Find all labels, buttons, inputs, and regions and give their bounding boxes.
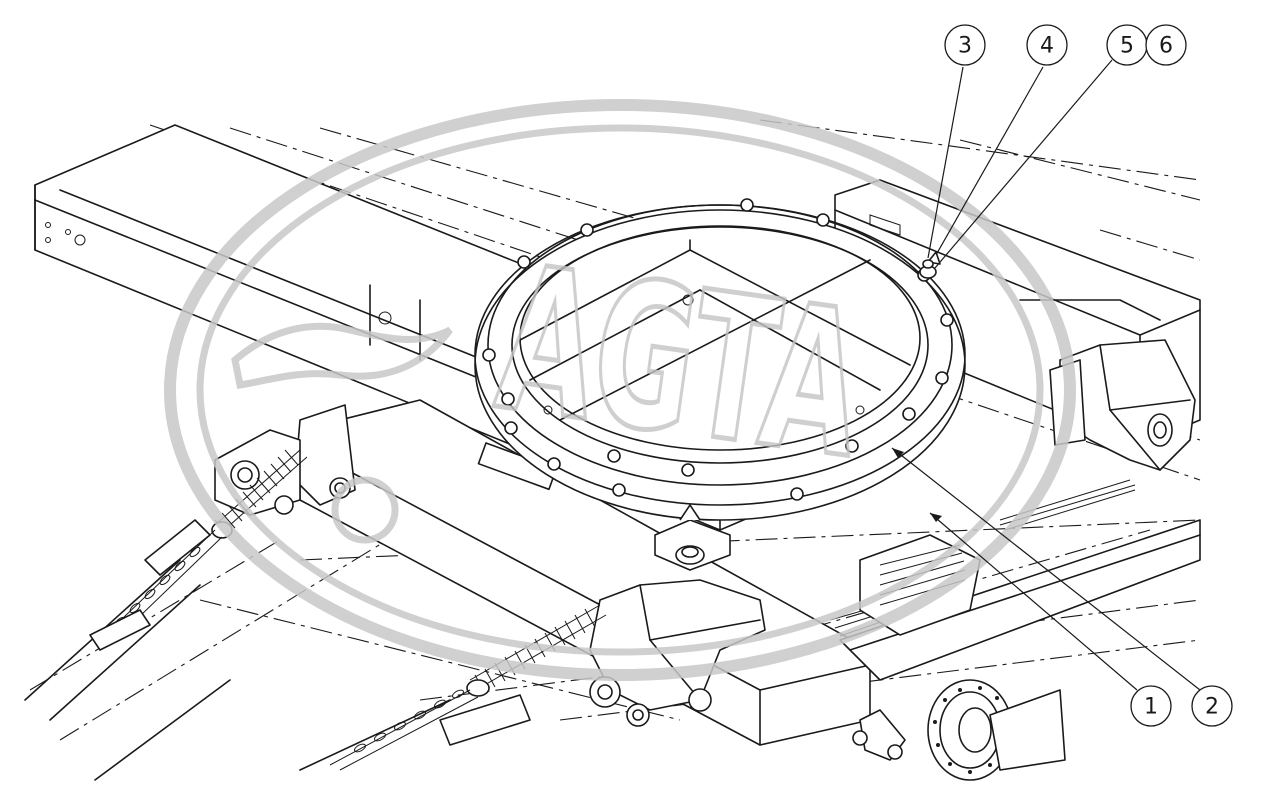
ring-bolts: [482, 198, 954, 501]
svg-text:5: 5: [1120, 34, 1134, 59]
svg-text:2: 2: [1205, 695, 1219, 720]
callout-5: 5: [1106, 24, 1148, 66]
callout-1: 1: [1130, 685, 1172, 727]
callout-3: 3: [944, 24, 986, 66]
safety-chains: [99, 519, 531, 771]
right-hanger-bracket: [1049, 339, 1196, 471]
svg-text:4: 4: [1040, 34, 1054, 59]
watermark-text: AGTA: [486, 222, 875, 503]
drawbar: [24, 559, 451, 781]
callout-4: 4: [1026, 24, 1068, 66]
axle-hub: [852, 679, 1066, 781]
watermark-logo: AGTA: [164, 99, 1076, 681]
turntable-ring: [474, 204, 966, 521]
svg-text:3: 3: [958, 34, 972, 59]
svg-text:6: 6: [1159, 34, 1173, 59]
svg-text:1: 1: [1144, 695, 1158, 720]
callout-6: 6: [1145, 24, 1187, 66]
callout-leaders: [891, 59, 1201, 691]
callout-2: 2: [1191, 685, 1233, 727]
center-bracket: [654, 504, 731, 571]
